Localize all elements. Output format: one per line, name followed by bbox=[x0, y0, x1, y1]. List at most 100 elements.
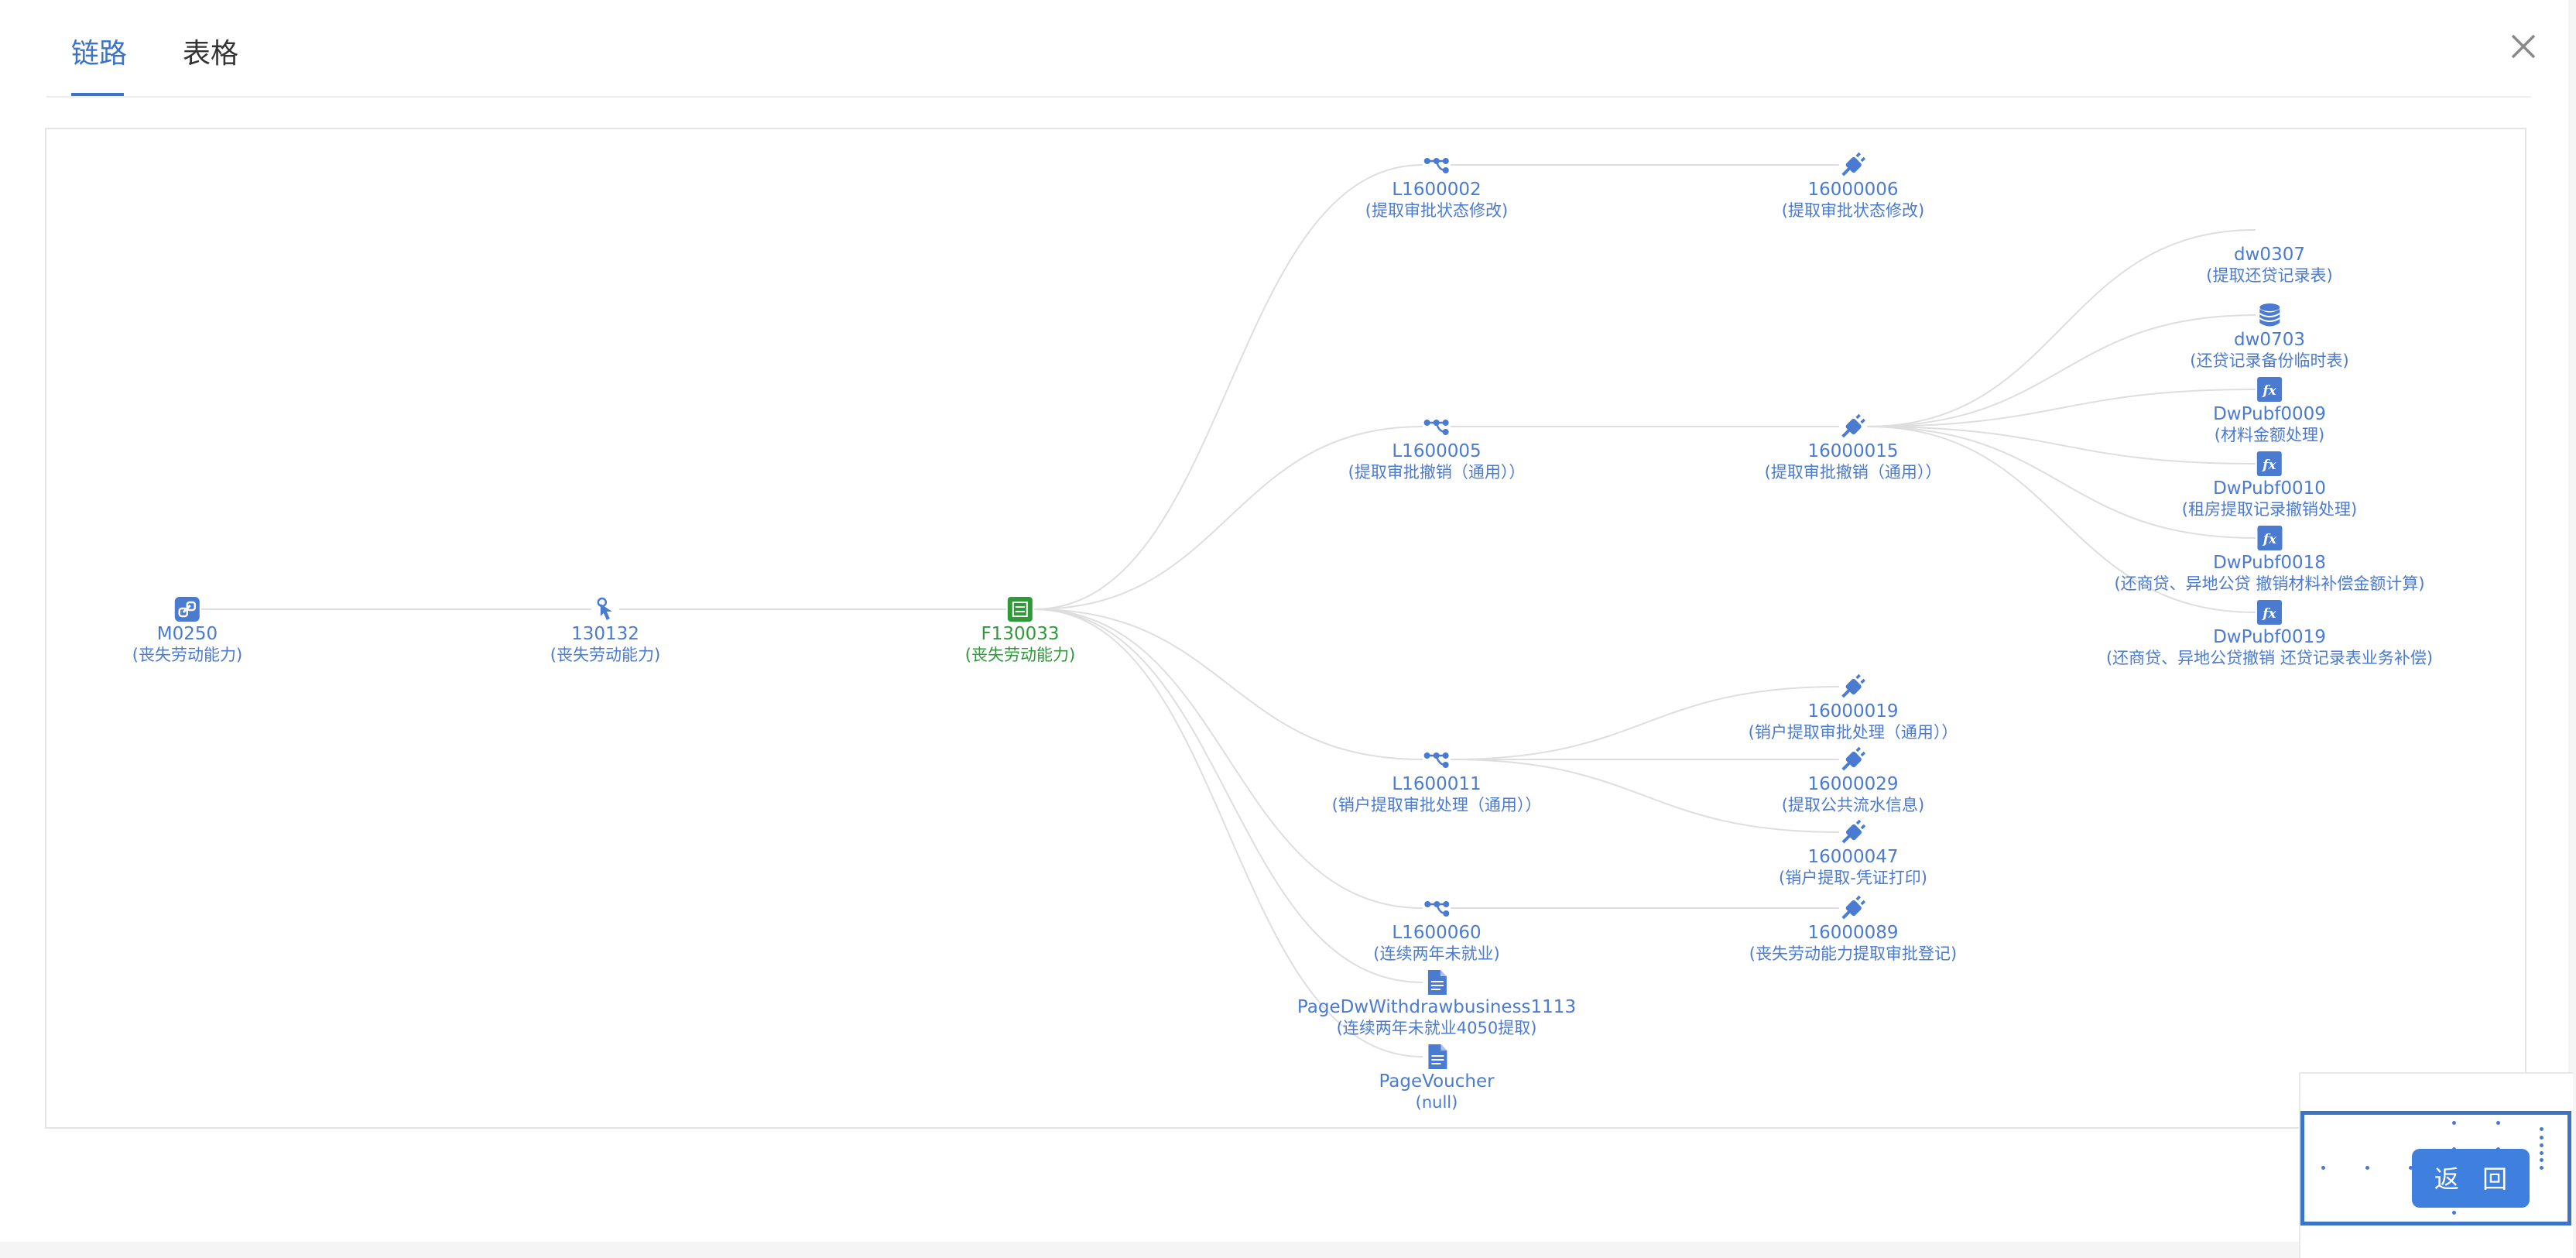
node-description: (提取还贷记录表) bbox=[2206, 266, 2333, 285]
node-description: (丧失劳动能力提取审批登记) bbox=[1749, 944, 1958, 963]
active-tab-indicator bbox=[71, 93, 124, 97]
node-description: (丧失劳动能力) bbox=[550, 646, 661, 664]
edge-l1600011-s16000047 bbox=[1450, 759, 1840, 833]
node-description: (材料金额处理) bbox=[2214, 426, 2325, 444]
node-id: 130132 bbox=[571, 624, 639, 644]
node-description: (null) bbox=[1415, 1093, 1458, 1112]
graph-node-s16000019[interactable]: 16000019(销户提取审批处理（通用）） bbox=[1749, 674, 1958, 742]
lineage-graph-canvas[interactable]: M0250 (丧失劳动能力) 130132 (丧失劳动能力) F130033 (丧失劳动能… bbox=[45, 128, 2573, 1258]
node-description: (提取审批撤销（通用）） bbox=[1764, 463, 1942, 482]
node-description: (提取审批撤销（通用）） bbox=[1348, 463, 1526, 482]
minimap-dot bbox=[2409, 1165, 2413, 1170]
edge-f130033-l1600060 bbox=[1033, 608, 1423, 909]
flow-icon bbox=[1373, 895, 1499, 921]
svg-text:fx: fx bbox=[2262, 383, 2276, 399]
minimap-dot bbox=[2365, 1165, 2369, 1170]
node-id: F130033 bbox=[981, 624, 1060, 644]
minimap-dot bbox=[2540, 1165, 2544, 1170]
link-icon bbox=[132, 596, 242, 622]
graph-node-l1600002[interactable]: L1600002(提取审批状态修改) bbox=[1365, 152, 1508, 221]
plug-icon bbox=[1765, 413, 1942, 440]
document-icon bbox=[1379, 1044, 1494, 1070]
graph-node-l1600060[interactable]: L1600060(连续两年未就业) bbox=[1373, 895, 1500, 964]
plug-icon bbox=[1782, 152, 1924, 178]
graph-node-dw0307[interactable]: dw0307(提取还贷记录表) bbox=[2206, 217, 2332, 286]
minimap-dot bbox=[2496, 1120, 2500, 1125]
node-id: DwPubf0018 bbox=[2213, 553, 2326, 573]
node-description: (提取审批状态修改) bbox=[1781, 201, 1925, 220]
node-description: (连续两年未就业4050提取) bbox=[1336, 1019, 1537, 1037]
node-id: M0250 bbox=[156, 624, 218, 644]
node-description: (还商贷、异地公贷 撤销材料补偿金额计算) bbox=[2114, 574, 2425, 593]
edge-layer bbox=[201, 164, 2256, 1057]
graph-node-s16000047[interactable]: 16000047 (销户提取-凭证打印) bbox=[1779, 819, 1927, 888]
minimap-dot bbox=[2321, 1165, 2326, 1170]
flow-icon bbox=[1365, 152, 1508, 178]
graph-node-n130132[interactable]: 130132 (丧失劳动能力) bbox=[550, 596, 660, 665]
flow-icon bbox=[1332, 746, 1542, 773]
node-description: (销户提取审批处理（通用）） bbox=[1331, 796, 1542, 814]
svg-text:fx: fx bbox=[2262, 606, 2276, 622]
graph-node-pagevoucher[interactable]: PageVoucher(null) bbox=[1379, 1044, 1495, 1112]
node-id: 16000047 bbox=[1807, 847, 1899, 867]
edge-f130033-l1600005 bbox=[1033, 426, 1423, 610]
minimap-dot bbox=[2540, 1143, 2544, 1147]
node-id: dw0307 bbox=[2234, 245, 2305, 265]
node-description: (销户提取-凭证打印) bbox=[1779, 869, 1927, 887]
node-id: dw0703 bbox=[2234, 330, 2305, 350]
graph-node-pagedw[interactable]: PageDwWithdrawbusiness1113(连续两年未就业4050提取… bbox=[1297, 969, 1576, 1038]
minimap-dot bbox=[2452, 1210, 2457, 1215]
graph-node-l1600011[interactable]: L1600011 (销户提取审批处理（通用）） bbox=[1331, 746, 1542, 815]
close-icon[interactable] bbox=[2506, 29, 2540, 63]
graph-node-s16000006[interactable]: 16000006(提取审批状态修改) bbox=[1782, 152, 1924, 221]
node-id: 16000019 bbox=[1807, 701, 1899, 722]
return-button[interactable]: 返 回 bbox=[2412, 1149, 2530, 1208]
edge-s16000015-dwpubf0010 bbox=[1866, 426, 2256, 464]
node-id: L1600005 bbox=[1392, 441, 1482, 461]
node-description: (丧失劳动能力) bbox=[132, 646, 243, 664]
node-icon-placeholder bbox=[2206, 217, 2332, 243]
edge-f130033-pagevoucher bbox=[1033, 608, 1423, 1057]
graph-node-dw0703[interactable]: dw0703(还贷记录备份临时表) bbox=[2190, 302, 2349, 371]
minimap-dot bbox=[2452, 1120, 2457, 1125]
graph-node-m0250[interactable]: M0250 (丧失劳动能力) bbox=[132, 596, 242, 665]
node-description: (还贷记录备份临时表) bbox=[2190, 351, 2349, 370]
plug-icon bbox=[1749, 674, 1958, 700]
click-pointer-icon bbox=[550, 596, 660, 622]
node-id: PageVoucher bbox=[1379, 1071, 1495, 1092]
minimap-dot bbox=[2540, 1127, 2544, 1132]
edge-s16000015-dwpubf0009 bbox=[1866, 389, 2256, 427]
node-id: L1600011 bbox=[1392, 774, 1482, 794]
node-id: 16000006 bbox=[1807, 180, 1899, 200]
minimap-viewport[interactable] bbox=[2300, 1111, 2571, 1225]
function-icon: fx bbox=[2106, 599, 2433, 626]
edge-f130033-l1600002 bbox=[1033, 164, 1423, 610]
graph-node-s16000015[interactable]: 16000015(提取审批撤销（通用）） bbox=[1764, 413, 1942, 482]
tab-table[interactable]: 表格 bbox=[183, 38, 239, 70]
plug-icon bbox=[1779, 819, 1927, 845]
node-id: 16000029 bbox=[1807, 774, 1899, 794]
node-description: (丧失劳动能力) bbox=[964, 646, 1076, 664]
minimap-dot bbox=[2540, 1158, 2544, 1163]
edge-s16000015-dw0307 bbox=[1866, 229, 2256, 427]
graph-node-f130033[interactable]: F130033 (丧失劳动能力) bbox=[965, 596, 1075, 665]
graph-node-s16000029[interactable]: 16000029(提取公共流水信息) bbox=[1782, 746, 1924, 815]
node-id: DwPubf0009 bbox=[2213, 404, 2326, 424]
node-id: DwPubf0019 bbox=[2213, 627, 2326, 647]
tabs-divider bbox=[46, 96, 2531, 98]
graph-node-s16000089[interactable]: 16000089(丧失劳动能力提取审批登记) bbox=[1749, 895, 1957, 964]
svg-text:fx: fx bbox=[2262, 458, 2276, 473]
node-description: (销户提取审批处理（通用）） bbox=[1748, 723, 1958, 742]
node-id: L1600002 bbox=[1392, 180, 1482, 200]
edge-f130033-pagedw bbox=[1033, 608, 1423, 983]
node-description: (租房提取记录撤销处理) bbox=[2181, 500, 2358, 519]
minimap-dot bbox=[2540, 1150, 2544, 1155]
tab-lineage[interactable]: 链路 bbox=[71, 38, 128, 70]
edge-f130033-l1600011 bbox=[1033, 608, 1423, 760]
plug-icon bbox=[1782, 746, 1924, 773]
graph-node-l1600005[interactable]: L1600005 (提取审批撤销（通用）） bbox=[1348, 413, 1526, 482]
